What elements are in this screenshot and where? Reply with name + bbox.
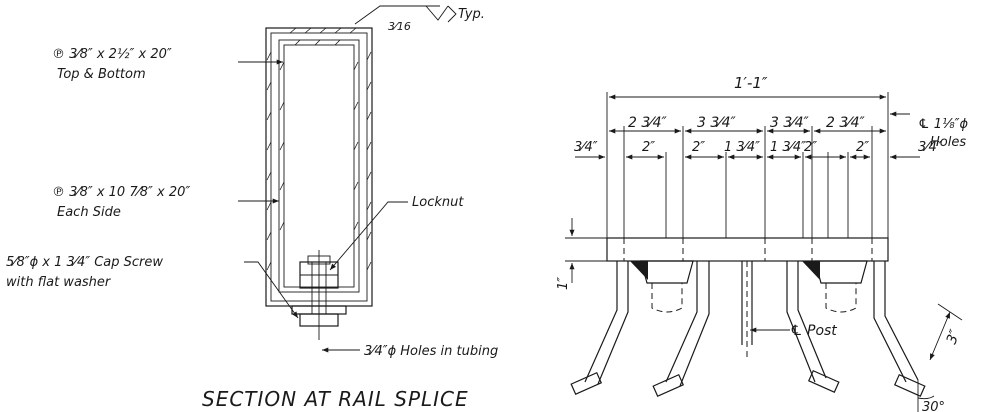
weld-symbol-icon: [425, 5, 449, 21]
row1-dim-1: 2 3⁄4″: [628, 115, 668, 131]
weld-leader: [354, 5, 440, 25]
angle-arc: [917, 395, 935, 400]
holes-label: 3⁄4″ϕ Holes in tubing: [364, 344, 498, 359]
row1-dim-2: 3 3⁄4″: [697, 115, 737, 131]
foot-1: [570, 371, 603, 395]
row2-dim-5: 1 3⁄4″: [770, 140, 806, 155]
base-plate: [606, 237, 889, 262]
bolt-hidden-right: [825, 283, 857, 313]
extension-lines: [606, 92, 889, 238]
holes-callout-label: ℄ 1⅛″ϕ: [918, 117, 969, 132]
post-label: ℄ Post: [790, 323, 837, 339]
section-view: 3⁄16 Typ. ℗ 3⁄8″ x 2½″ x 20″ Top & Botto…: [6, 5, 498, 411]
nut-right: [814, 260, 868, 284]
cap-screw-leader: [244, 261, 299, 319]
foot-4: [893, 373, 926, 397]
weld-fillet-left: [630, 261, 648, 280]
top-plate-label: ℗ 3⁄8″ x 2½″ x 20″: [52, 47, 172, 62]
locknut-leader: [329, 201, 408, 271]
side-plate-note: Each Side: [57, 205, 121, 220]
foot-3: [807, 369, 840, 393]
row2-dim-3: 2″: [692, 140, 705, 155]
row2-dim-4: 1 3⁄4″: [724, 140, 760, 155]
cap-screw-note: with flat washer: [6, 275, 112, 290]
elevation-view: 1′-1″ 2 3⁄4″ 3 3⁄4″ 3 3⁄4″ 2 3⁄4″ 3⁄4″ 2…: [556, 74, 969, 412]
bolt-hidden-left: [651, 283, 683, 313]
row2-dim-6: 2″: [804, 140, 817, 155]
plate-thk-label: 1″: [556, 277, 571, 290]
offset-dim-line: [929, 311, 951, 361]
row1-dim-4: 2 3⁄4″: [826, 115, 866, 131]
weld-typ-label: Typ.: [458, 7, 485, 22]
wall-hatching-left: [266, 51, 285, 271]
weld-fillet-right: [802, 261, 820, 280]
row2-dim-7: 2″: [856, 140, 869, 155]
offset-dim-label: 3″: [944, 327, 964, 346]
nut-left: [640, 260, 694, 284]
side-plate-label: ℗ 3⁄8″ x 10 7⁄8″ x 20″: [52, 185, 190, 200]
overall-dim-label: 1′-1″: [734, 74, 768, 92]
wall-hatching-right: [353, 51, 372, 271]
cap-screw-label: 5⁄8″ϕ x 1 3⁄4″ Cap Screw: [6, 255, 163, 270]
row2-dim-1: 3⁄4″: [574, 140, 598, 155]
hole-centerlines: [623, 238, 873, 261]
foot-2: [652, 373, 685, 397]
weld-size-label: 3⁄16: [388, 20, 411, 33]
top-plate-note: Top & Bottom: [57, 67, 146, 82]
holes-callout-note: Holes: [930, 135, 966, 150]
row1-dim-3: 3 3⁄4″: [770, 115, 810, 131]
section-title: SECTION AT RAIL SPLICE: [202, 387, 469, 411]
row2-dim-8: 3⁄4″: [918, 140, 942, 155]
top-hatching: [289, 27, 357, 46]
post-legs: [584, 261, 919, 387]
angle-label: 30°: [922, 400, 945, 412]
row2-dim-2: 2″: [642, 140, 655, 155]
locknut-label: Locknut: [412, 195, 464, 210]
